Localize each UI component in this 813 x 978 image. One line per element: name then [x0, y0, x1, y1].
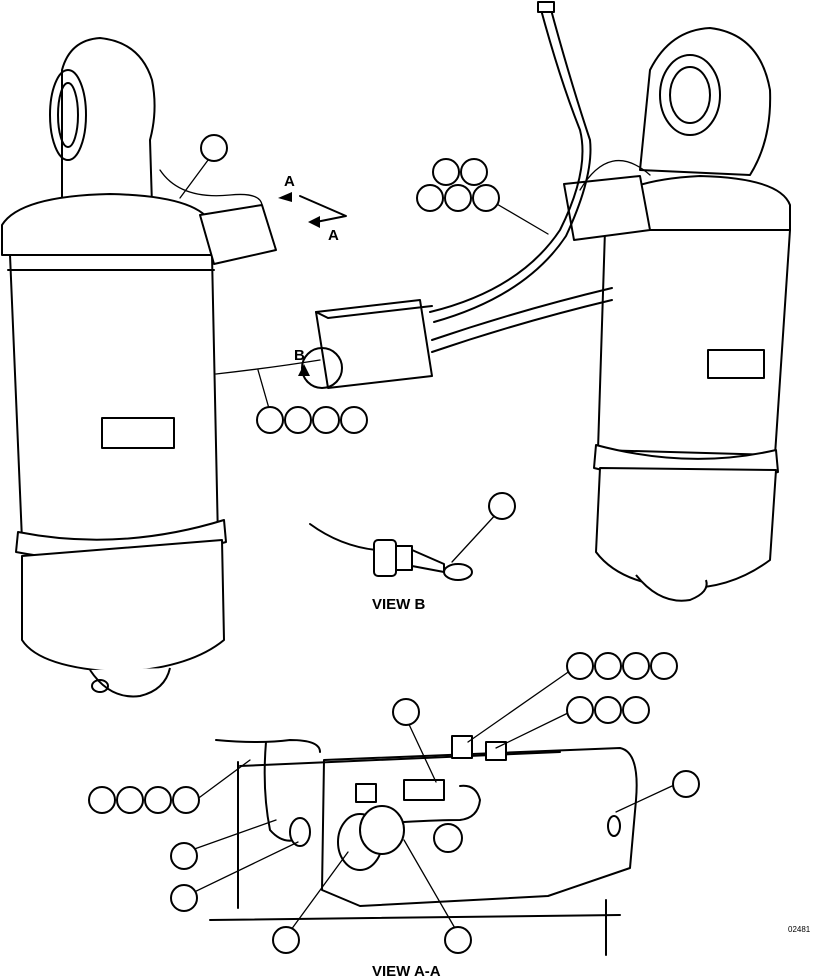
callout-bubble	[256, 406, 284, 434]
detail-label-b: B	[294, 347, 305, 364]
view-aa-detail	[209, 735, 638, 956]
callout-bubble	[170, 884, 198, 912]
callout-bubble	[172, 786, 200, 814]
callout-bubble	[340, 406, 368, 434]
callout-bubble	[594, 652, 622, 680]
figure-number: 02481	[788, 925, 811, 934]
callout-bubble	[594, 696, 622, 724]
section-label-a-lower: A	[328, 227, 339, 244]
callout-bubble	[416, 184, 444, 212]
callout-bubble	[444, 184, 472, 212]
callout-bubble	[170, 842, 198, 870]
callout-bubble	[488, 492, 516, 520]
callout-bubble	[312, 406, 340, 434]
callout-bubble	[566, 652, 594, 680]
callout-bubble	[116, 786, 144, 814]
callout-bubble	[144, 786, 172, 814]
view-b-caption: VIEW B	[372, 596, 426, 613]
callout-bubble	[622, 696, 650, 724]
callout-bubble	[272, 926, 300, 954]
callout-bubble	[432, 158, 460, 186]
section-arrows-a	[278, 192, 347, 376]
callout-bubble	[472, 184, 500, 212]
callout-bubble	[460, 158, 488, 186]
callout-bubble	[200, 134, 228, 162]
callout-bubble	[650, 652, 678, 680]
view-b-detail	[309, 523, 473, 581]
callout-bubble	[566, 696, 594, 724]
callout-bubble	[622, 652, 650, 680]
junction-box-harness	[215, 1, 613, 389]
callout-bubbles	[88, 134, 700, 954]
callout-bubble	[284, 406, 312, 434]
callout-bubble	[672, 770, 700, 798]
left-cylinder	[1, 37, 277, 698]
callout-bubble	[88, 786, 116, 814]
view-aa-caption: VIEW A-A	[372, 963, 441, 978]
callout-bubble	[444, 926, 472, 954]
callout-bubble	[392, 698, 420, 726]
right-cylinder	[563, 27, 791, 602]
section-label-a-upper: A	[284, 173, 295, 190]
